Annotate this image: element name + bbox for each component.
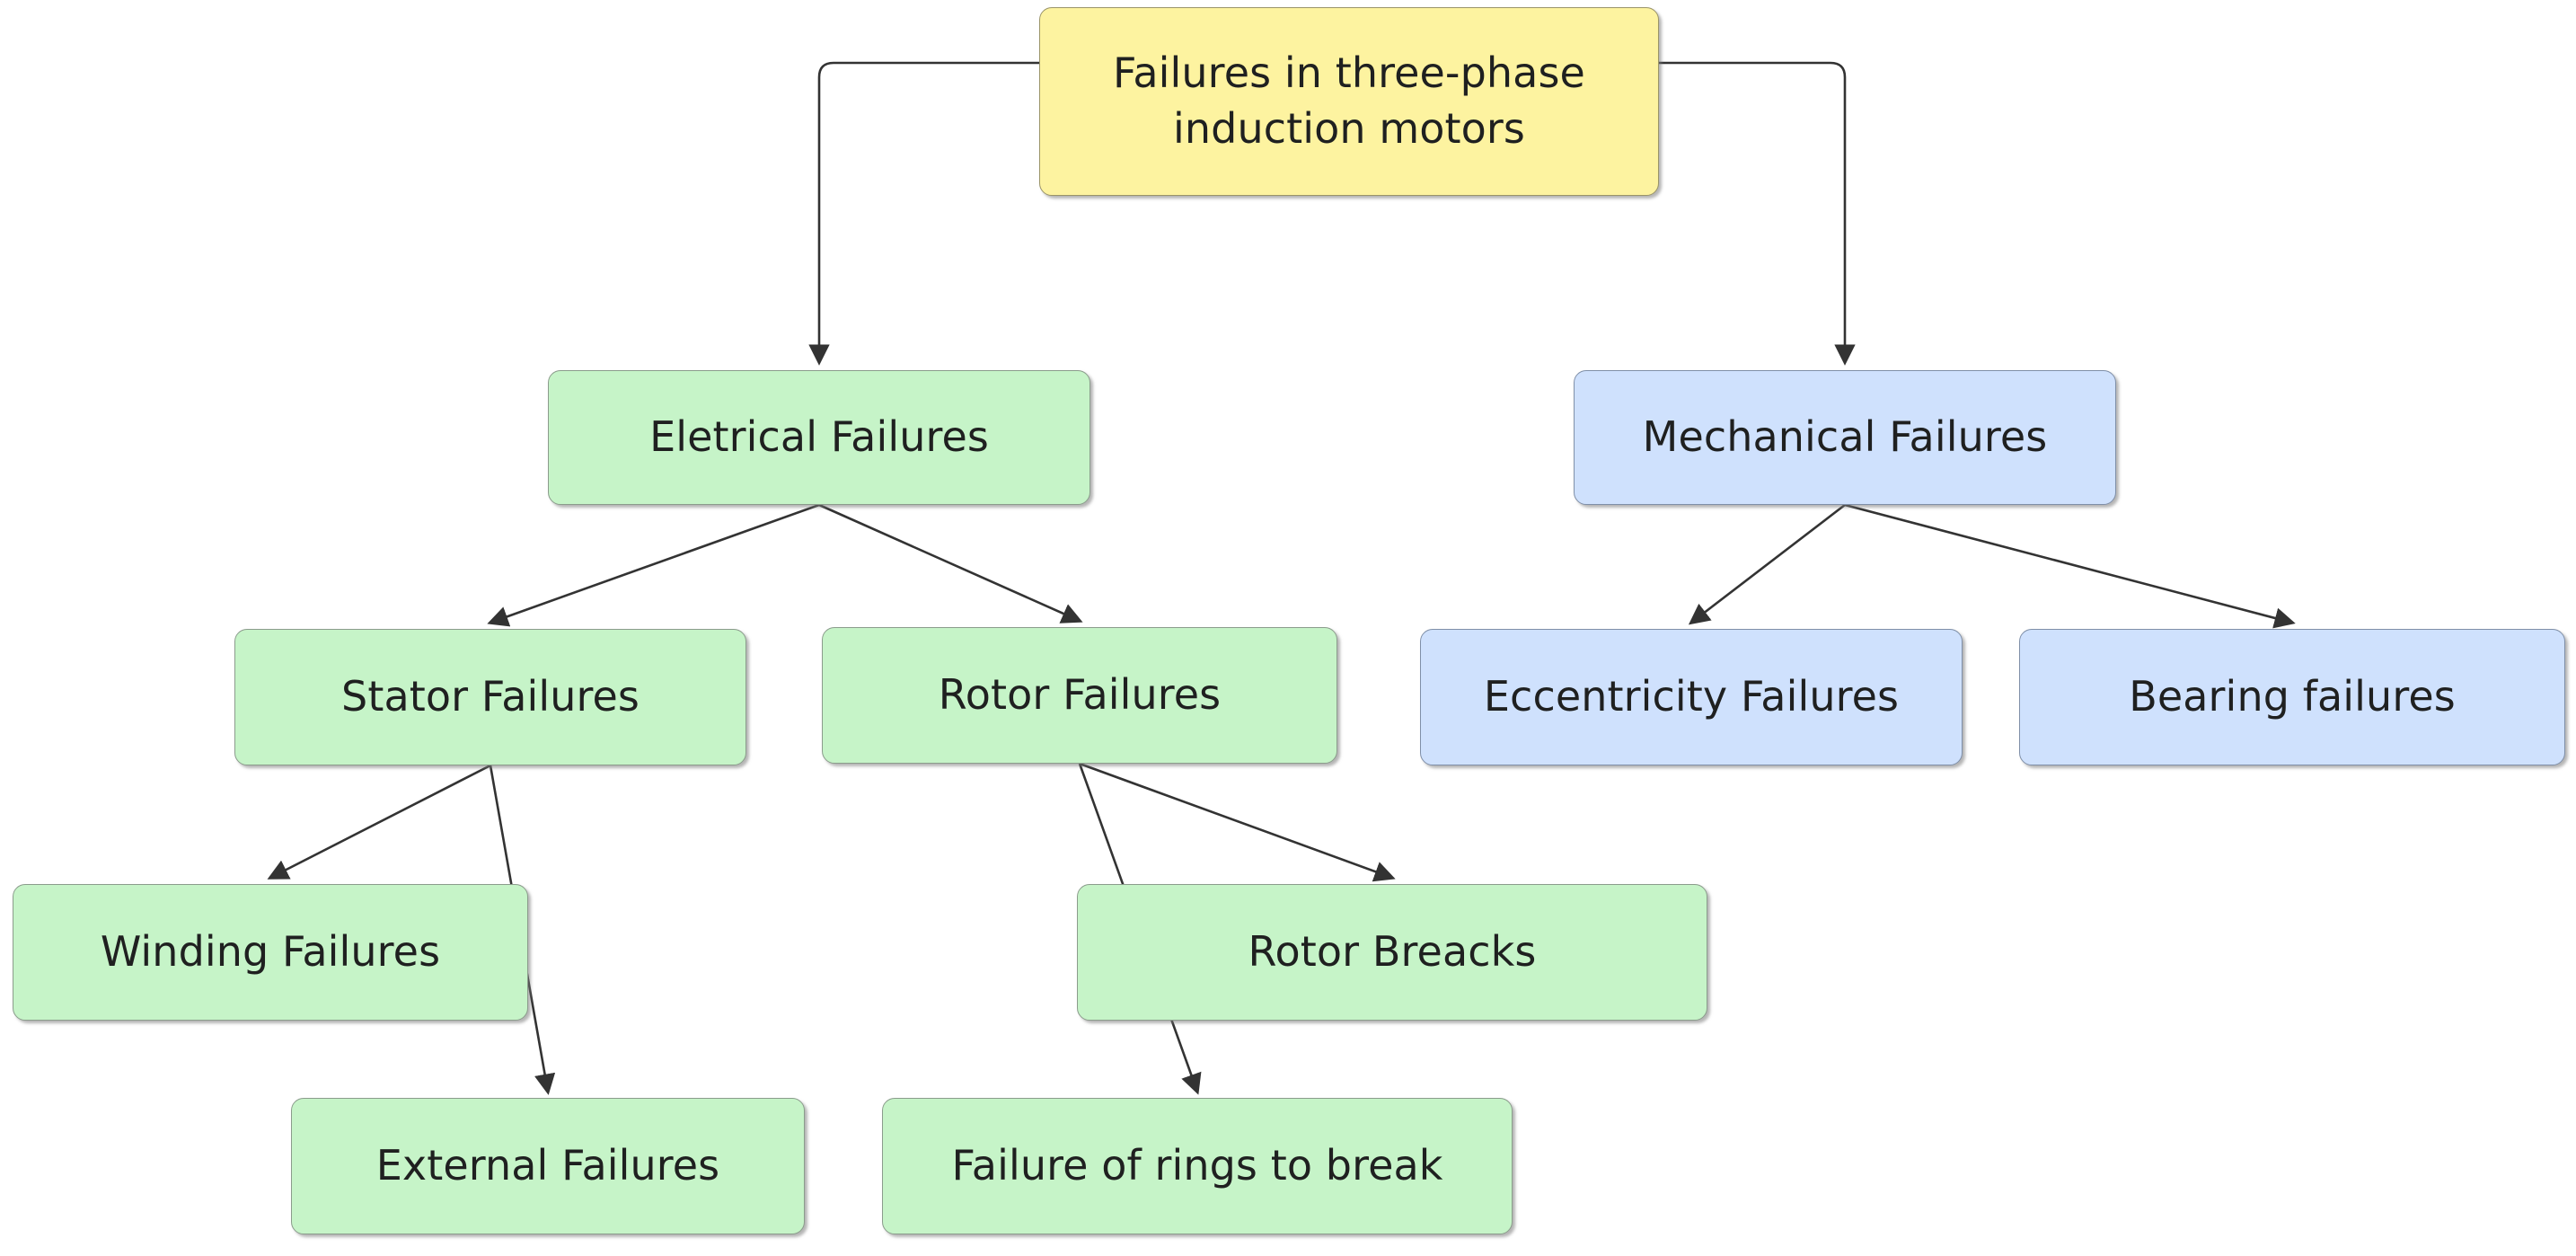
edge-root-to-mechanical [1659,61,1856,366]
node-label-mechanical: Mechanical Failures [1642,412,2048,462]
node-label-root: Failures in three-phase induction motors [1113,49,1585,153]
node-winding[interactable]: Winding Failures [13,884,528,1021]
node-stator[interactable]: Stator Failures [234,629,746,765]
edge-root-to-electrical [808,61,1039,366]
node-label-rbreacks: Rotor Breacks [1248,927,1537,977]
edge-mechanical-to-eccentric [1688,503,1846,625]
node-rotor[interactable]: Rotor Failures [822,627,1337,764]
node-electrical[interactable]: Eletrical Failures [548,370,1090,505]
node-frings[interactable]: Failure of rings to break [882,1098,1513,1234]
node-label-stator: Stator Failures [341,672,640,721]
node-rbreacks[interactable]: Rotor Breacks [1077,884,1707,1021]
node-eccentric[interactable]: Eccentricity Failures [1420,629,1963,765]
node-bearing[interactable]: Bearing failures [2019,629,2565,765]
edge-rotor-to-rbreacks [1079,762,1396,882]
node-label-eccentric: Eccentricity Failures [1483,672,1900,721]
node-label-winding: Winding Failures [100,927,441,977]
node-external[interactable]: External Failures [291,1098,805,1234]
node-mechanical[interactable]: Mechanical Failures [1574,370,2116,505]
edge-electrical-to-rotor [818,503,1083,624]
node-label-electrical: Eletrical Failures [649,412,989,462]
node-label-frings: Failure of rings to break [951,1141,1443,1190]
node-label-bearing: Bearing failures [2129,672,2456,721]
node-root[interactable]: Failures in three-phase induction motors [1039,7,1659,196]
edge-mechanical-to-bearing [1844,503,2296,629]
node-label-rotor: Rotor Failures [938,670,1222,720]
node-label-external: External Failures [375,1141,720,1190]
edge-electrical-to-stator [487,503,820,627]
edge-stator-to-winding [267,764,491,880]
